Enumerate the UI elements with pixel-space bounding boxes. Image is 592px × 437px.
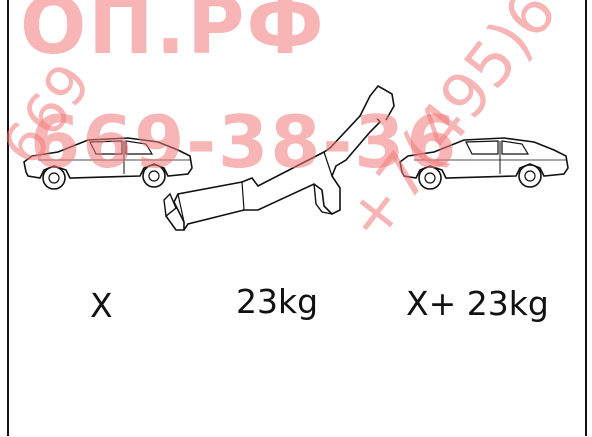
total-weight-label: X+ 23kg: [406, 284, 549, 323]
diagram-frame: [7, 0, 587, 436]
towbar-weight-label: 23kg: [236, 282, 319, 321]
towbar-icon: [163, 84, 395, 231]
car-right-icon: [399, 137, 569, 190]
car-left-icon: [23, 137, 193, 190]
car-weight-label: X: [90, 286, 113, 325]
